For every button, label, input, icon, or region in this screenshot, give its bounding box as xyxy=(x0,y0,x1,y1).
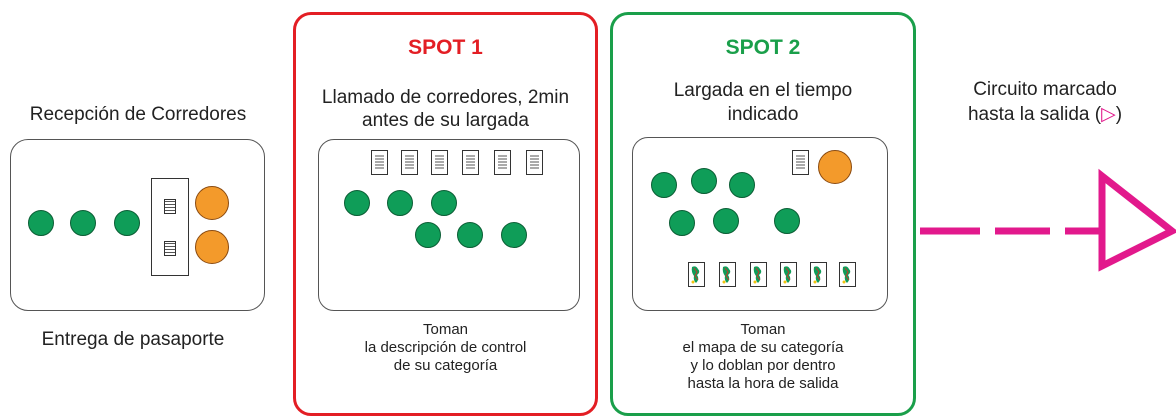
staff-dot xyxy=(195,186,229,220)
runner-dot xyxy=(344,190,370,216)
control-description-sheet xyxy=(371,150,388,175)
spot2-note-line3: y lo doblan por dentro xyxy=(690,357,836,374)
spot1-heading-line1: Llamado de corredores, 2min xyxy=(321,87,570,108)
spot2-box xyxy=(632,137,888,311)
spot2-heading-line1: Largada en el tiempo xyxy=(673,80,853,101)
control-description-sheet xyxy=(792,150,809,175)
map-sheet xyxy=(688,262,705,287)
passport-table xyxy=(151,178,189,276)
spot1-box xyxy=(318,139,580,311)
runner-dot xyxy=(70,210,96,236)
spot2-heading-line2: indicado xyxy=(727,104,799,125)
runner-dot xyxy=(415,222,441,248)
runner-dot xyxy=(387,190,413,216)
reception-subtitle: Entrega de pasaporte xyxy=(41,329,225,350)
reception-title: Recepción de Corredores xyxy=(29,104,247,125)
exit-line2-end: ) xyxy=(1115,104,1123,125)
spot1-heading-line2: antes de su largada xyxy=(362,110,529,131)
exit-line1: Circuito marcado xyxy=(973,79,1117,100)
spot2-note-line2: el mapa de su categoría xyxy=(682,339,844,356)
spot2-frame xyxy=(610,12,916,416)
staff-dot xyxy=(195,230,229,264)
runner-dot xyxy=(774,208,800,234)
spot2-note-line4: hasta la hora de salida xyxy=(687,375,839,392)
runner-dot xyxy=(457,222,483,248)
reception-box xyxy=(10,139,265,311)
spot2-label: SPOT 2 xyxy=(725,36,801,59)
spot1-note-line1: Toman xyxy=(422,321,469,338)
control-description-sheet xyxy=(526,150,543,175)
map-sheet xyxy=(839,262,856,287)
runner-dot xyxy=(691,168,717,194)
map-sheet xyxy=(750,262,767,287)
spot1-note-line2: la descripción de control xyxy=(364,339,527,356)
exit-line2: hasta la salida (▷) xyxy=(925,103,1165,126)
control-description-sheet xyxy=(462,150,479,175)
runner-dot xyxy=(114,210,140,236)
map-sheet xyxy=(810,262,827,287)
map-sheet xyxy=(780,262,797,287)
runner-dot xyxy=(28,210,54,236)
runner-dot xyxy=(431,190,457,216)
control-description-sheet xyxy=(431,150,448,175)
spot1-label: SPOT 1 xyxy=(408,36,483,59)
spot2-note-line1: Toman xyxy=(740,321,786,338)
runner-dot xyxy=(501,222,527,248)
passport-icon xyxy=(164,199,176,214)
runner-dot xyxy=(729,172,755,198)
spot1-note-line3: de su categoría xyxy=(393,357,498,374)
spot1-frame xyxy=(293,12,598,416)
starter-dot xyxy=(818,150,852,184)
exit-line2-text: hasta la salida ( xyxy=(967,104,1102,125)
control-description-sheet xyxy=(401,150,418,175)
map-sheet xyxy=(719,262,736,287)
passport-icon xyxy=(164,241,176,256)
exit-triangle-icon xyxy=(1098,168,1176,272)
runner-dot xyxy=(651,172,677,198)
runner-dot xyxy=(713,208,739,234)
control-description-sheet xyxy=(494,150,511,175)
exit-symbol: ▷ xyxy=(1101,104,1116,125)
runner-dot xyxy=(669,210,695,236)
marked-route-arrow xyxy=(920,168,1176,272)
